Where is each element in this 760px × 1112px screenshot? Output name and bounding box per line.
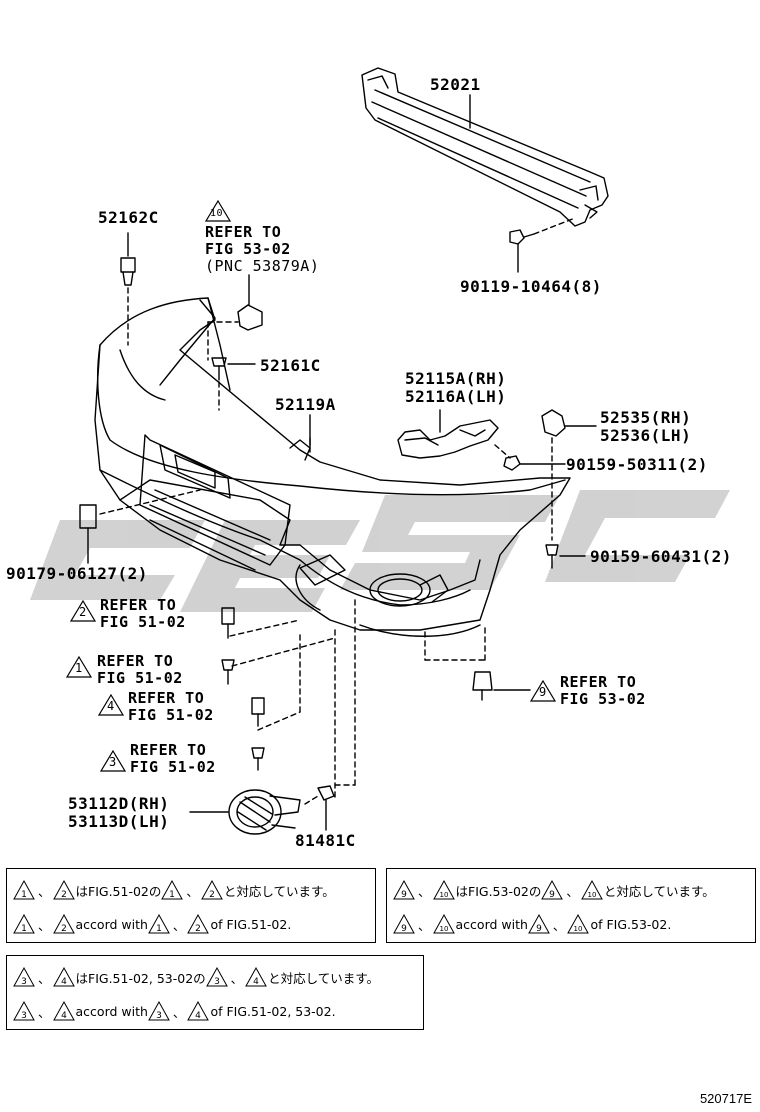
- note-9-10-jp: 9 、 10 はFIG.53-02の 9 、 10 と対応しています。: [393, 879, 715, 901]
- svg-text:4: 4: [61, 977, 67, 987]
- ref-triangle-10: [205, 200, 231, 222]
- label-52162C: 52162C: [98, 208, 159, 227]
- label-53113D: 53113D(LH): [68, 812, 170, 831]
- ref-2-line1: REFER TO: [100, 596, 177, 614]
- clip-81481C: [304, 785, 335, 831]
- ref-1-line1: REFER TO: [97, 652, 174, 670]
- bumper-reinforcement: [361, 67, 609, 227]
- svg-text:1: 1: [156, 924, 162, 934]
- note-1-2-en: 1 、 2 accord with 1 、 2 of FIG.51-02.: [13, 913, 291, 935]
- svg-text:10: 10: [574, 925, 583, 933]
- fastener-ref-2: [221, 607, 301, 639]
- ref-9-line1: REFER TO: [560, 673, 637, 691]
- svg-text:3: 3: [156, 1011, 162, 1021]
- svg-text:9: 9: [401, 890, 407, 900]
- label-52021: 52021: [430, 75, 481, 94]
- label-52535: 52535(RH): [600, 408, 692, 427]
- bolt-90119: [509, 217, 576, 273]
- svg-text:4: 4: [196, 1011, 202, 1021]
- ref-9-line2: FIG 53-02: [560, 690, 646, 708]
- ref-triangle-2-num: 2: [79, 605, 87, 619]
- svg-text:2: 2: [196, 924, 202, 934]
- svg-text:1: 1: [21, 890, 27, 900]
- svg-text:3: 3: [21, 1011, 27, 1021]
- svg-text:1: 1: [21, 924, 27, 934]
- ref-3-line2: FIG 51-02: [130, 758, 216, 776]
- label-90159-50311: 90159-50311(2): [566, 455, 708, 474]
- label-53112D: 53112D(RH): [68, 794, 170, 813]
- label-81481C: 81481C: [295, 831, 356, 850]
- note-1-2-jp: 1 、 2 はFIG.51-02の 1 、 2 と対応しています。: [13, 879, 335, 901]
- label-52115A: 52115A(RH): [405, 369, 507, 388]
- clip-ref-9: [424, 627, 531, 701]
- svg-text:9: 9: [536, 924, 542, 934]
- ref-1-line2: FIG 51-02: [97, 669, 183, 687]
- bolt-90159-60431: [545, 544, 586, 569]
- svg-text:1: 1: [170, 890, 176, 900]
- label-90119-10464: 90119-10464(8): [460, 277, 602, 296]
- ref-10-line2: FIG 53-02: [205, 240, 291, 258]
- clip-52162C: [120, 232, 136, 346]
- note-box-9-10: 9 、 10 はFIG.53-02の 9 、 10 と対応しています。 9 、 …: [386, 868, 756, 943]
- label-52161C: 52161C: [260, 356, 321, 375]
- label-52119A: 52119A: [275, 395, 336, 414]
- ref-2-line2: FIG 51-02: [100, 613, 186, 631]
- clip-90179: [79, 489, 201, 564]
- ref-10-line1: REFER TO: [205, 223, 282, 241]
- bracket-52535: [541, 409, 597, 541]
- ref-4-line2: FIG 51-02: [128, 706, 214, 724]
- bracket-53879A: [207, 274, 263, 361]
- ref-4-line1: REFER TO: [128, 689, 205, 707]
- svg-text:2: 2: [209, 890, 215, 900]
- bolt-90159-50311: [503, 455, 566, 471]
- label-52536: 52536(LH): [600, 426, 692, 445]
- note-9-10-en: 9 、 10 accord with 9 、 10 of FIG.53-02.: [393, 913, 671, 935]
- fastener-ref-3: [251, 747, 265, 771]
- retainer-52115A: [397, 409, 511, 459]
- ref-triangle-9-num: 9: [539, 685, 547, 699]
- ref-triangle-3-num: 3: [109, 755, 117, 769]
- note-box-3-4: 3 、 4 はFIG.51-02, 53-02の 3 、 4 と対応しています。…: [6, 955, 424, 1030]
- svg-text:3: 3: [21, 977, 27, 987]
- note-3-4-en: 3 、 4 accord with 3 、 4 of FIG.51-02, 53…: [13, 1000, 336, 1022]
- ref-10-line3: (PNC 53879A): [205, 257, 320, 275]
- svg-text:4: 4: [253, 977, 259, 987]
- screw-52161C: [211, 357, 256, 411]
- ref-triangle-4-num: 4: [107, 699, 115, 713]
- svg-text:10: 10: [587, 891, 596, 899]
- svg-text:10: 10: [439, 891, 448, 899]
- note-3-4-jp: 3 、 4 はFIG.51-02, 53-02の 3 、 4 と対応しています。: [13, 966, 379, 988]
- svg-text:4: 4: [61, 1011, 67, 1021]
- bumper-cover: [94, 297, 571, 637]
- svg-text:9: 9: [550, 890, 556, 900]
- ref-triangle-1-num: 1: [75, 661, 83, 675]
- svg-text:9: 9: [401, 924, 407, 934]
- fastener-ref-4: [251, 634, 301, 731]
- svg-text:10: 10: [439, 925, 448, 933]
- fog-lamp-cover: [189, 789, 301, 835]
- ref-triangle-10-num: 10: [210, 208, 224, 219]
- ref-3-line1: REFER TO: [130, 741, 207, 759]
- svg-text:3: 3: [214, 977, 220, 987]
- label-90159-60431: 90159-60431(2): [590, 547, 732, 566]
- figure-code: 520717E: [699, 1091, 752, 1106]
- note-box-1-2: 1 、 2 はFIG.51-02の 1 、 2 と対応しています。 1 、 2 …: [6, 868, 376, 943]
- svg-text:2: 2: [61, 890, 67, 900]
- fastener-ref-1: [221, 637, 336, 685]
- label-52116A: 52116A(LH): [405, 387, 507, 406]
- label-90179-06127: 90179-06127(2): [6, 564, 148, 583]
- svg-text:2: 2: [61, 924, 67, 934]
- watermark-logo: [30, 490, 730, 612]
